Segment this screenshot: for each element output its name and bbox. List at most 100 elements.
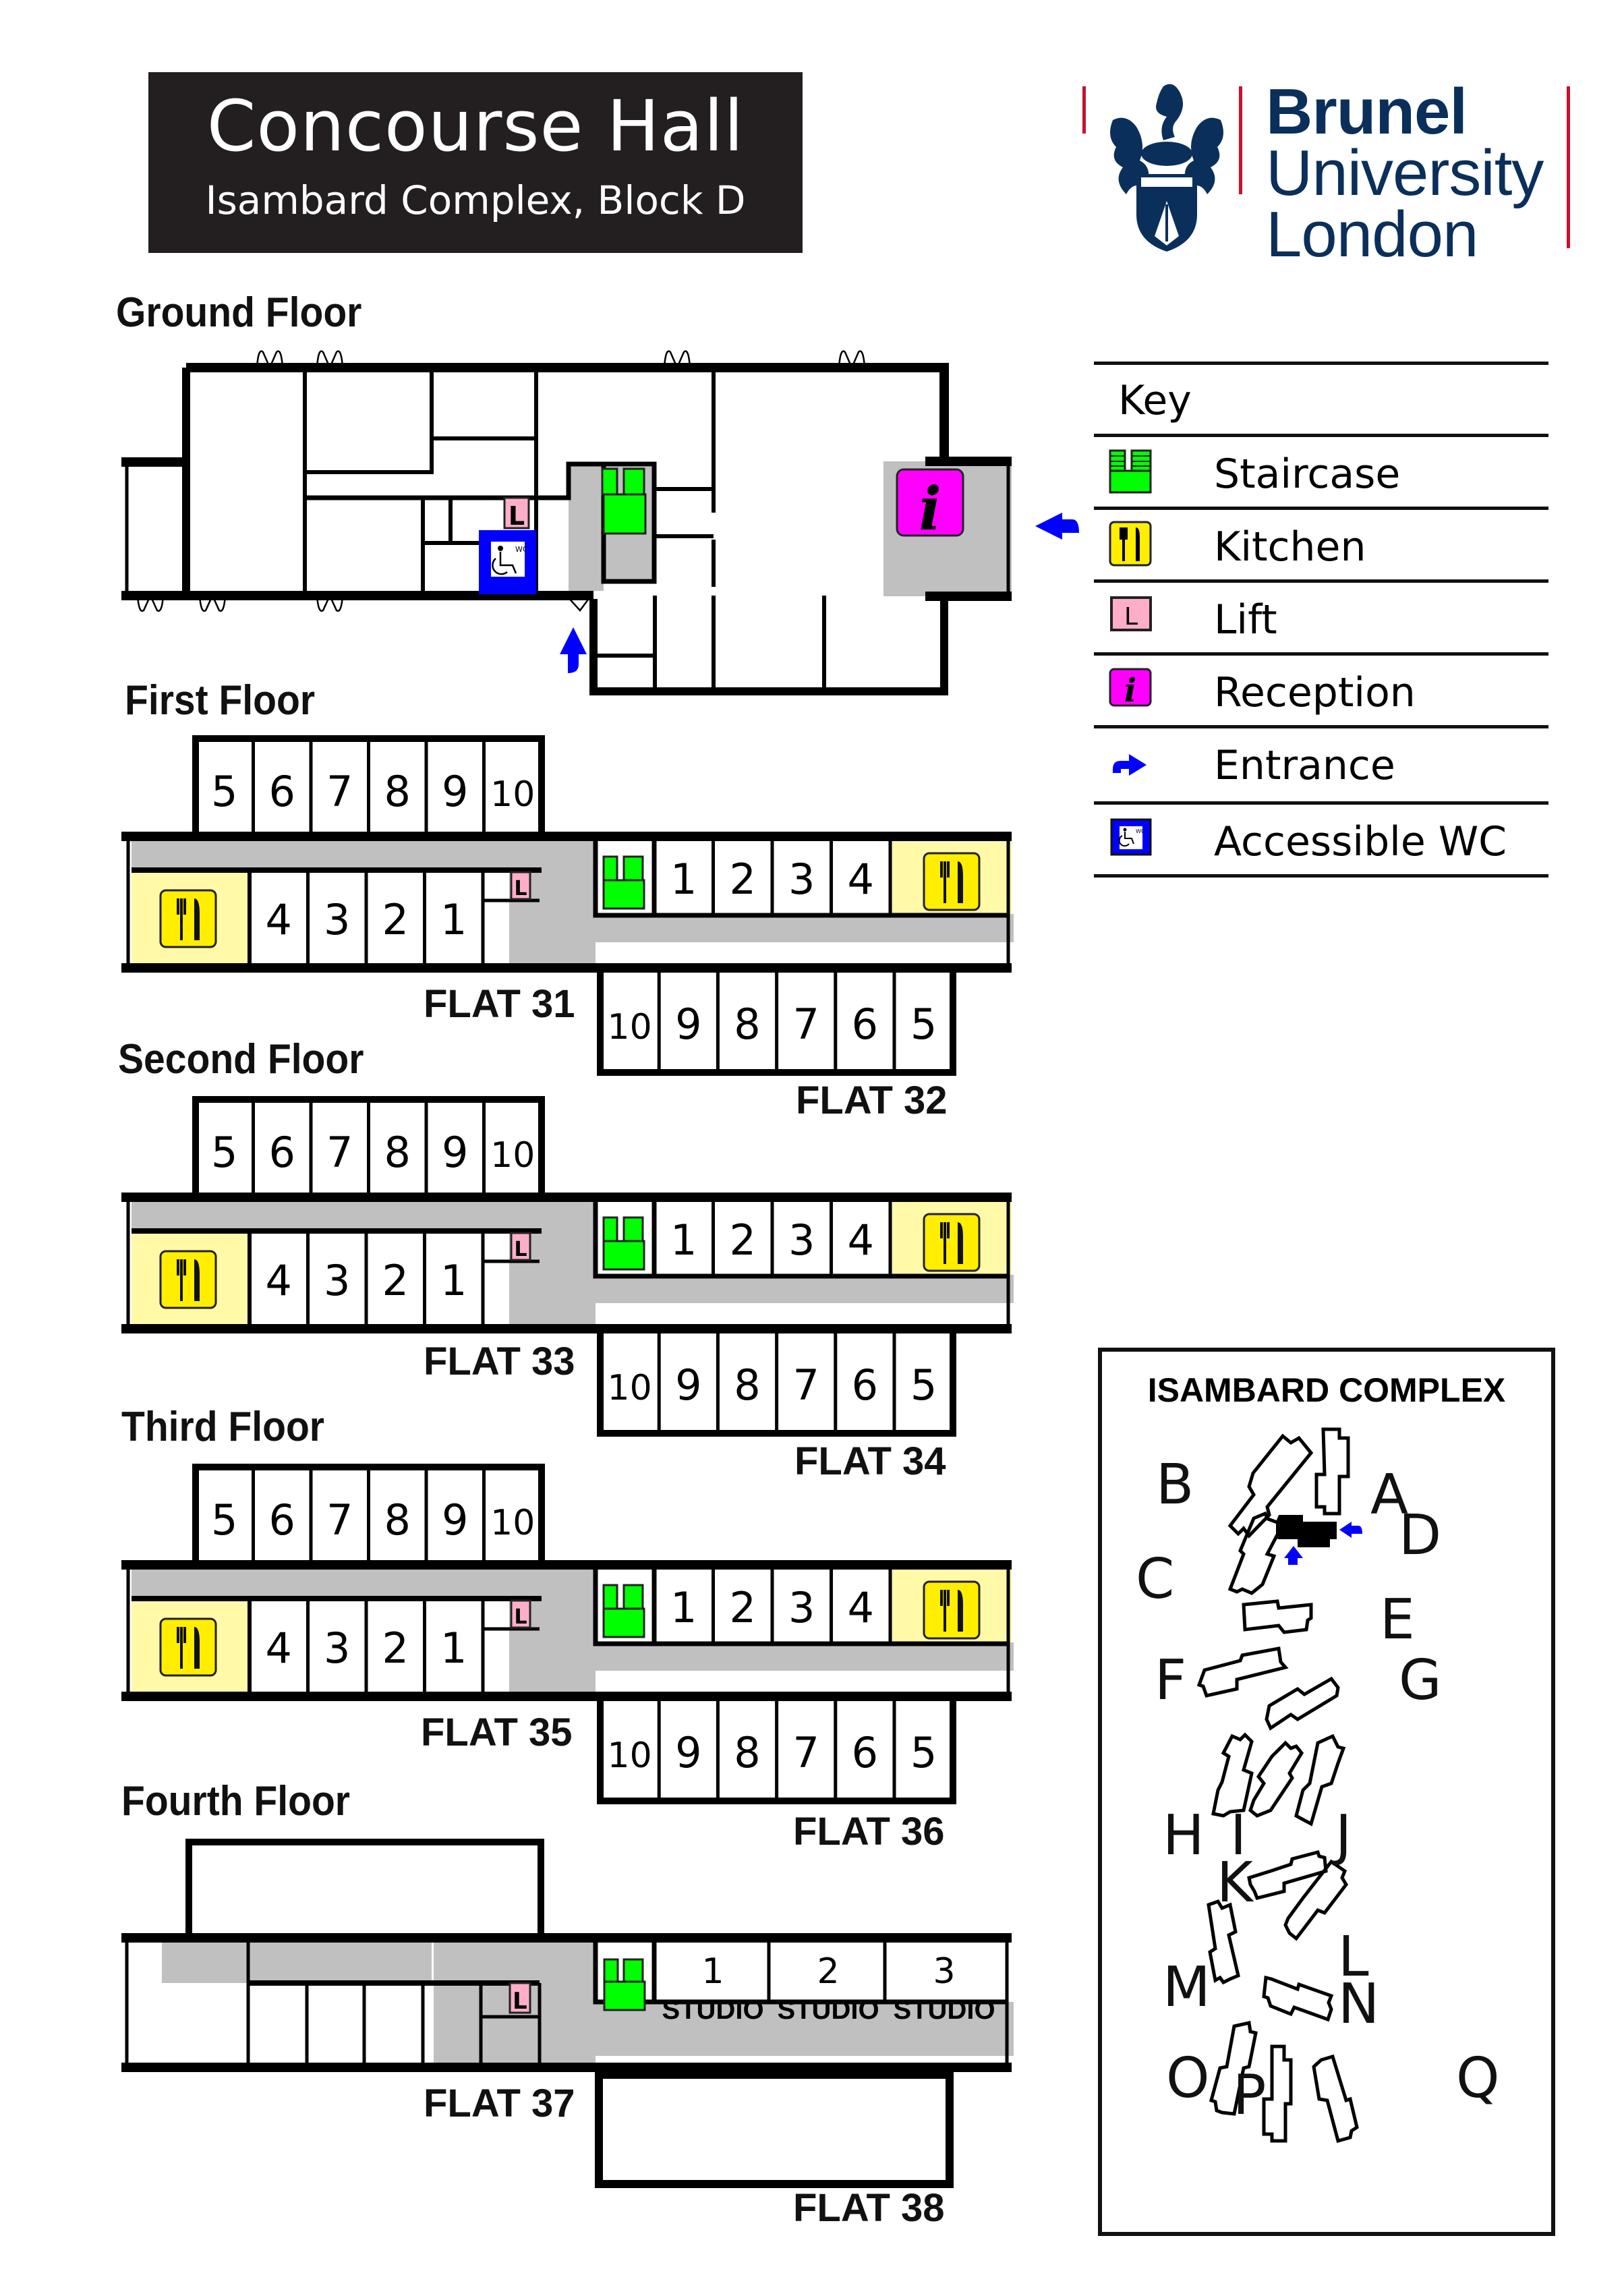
fourth-staircase-icon — [603, 1958, 646, 2011]
room-flat-31-6[interactable]: 6 — [269, 767, 295, 816]
room-flat-32-9[interactable]: 9 — [675, 1000, 701, 1049]
complex-label-p: P — [1233, 2063, 1267, 2127]
room-flat-31-7[interactable]: 7 — [326, 767, 353, 816]
room-flat-36-7[interactable]: 7 — [792, 1728, 819, 1777]
room-flat-33-1[interactable]: 1 — [440, 1256, 467, 1305]
room-flat-34-9[interactable]: 9 — [675, 1360, 701, 1410]
room-flat-31-4[interactable]: 4 — [266, 895, 292, 944]
room-flat-36-10[interactable]: 10 — [608, 1735, 652, 1776]
room-flat-33-4[interactable]: 4 — [266, 1256, 292, 1305]
logo-divider-bar — [1239, 86, 1242, 194]
entrance-arrow-icon-south[interactable] — [560, 627, 587, 673]
room-flat-31-3[interactable]: 3 — [324, 895, 350, 944]
room-flat-36-6[interactable]: 6 — [852, 1728, 878, 1777]
room-flat-35-8[interactable]: 8 — [384, 1495, 411, 1545]
room-flat-32-3[interactable]: 3 — [788, 855, 815, 904]
room-flat-33-9[interactable]: 9 — [442, 1128, 468, 1177]
block-j-outline[interactable] — [1294, 1733, 1346, 1827]
room-flat-36-4[interactable]: 4 — [848, 1583, 874, 1632]
logo-accent-bar — [1082, 86, 1086, 134]
block-h-outline[interactable] — [1211, 1732, 1254, 1818]
block-m-outline[interactable] — [1207, 1899, 1240, 1985]
studio-3-number: 3 — [933, 1951, 955, 1992]
room-flat-34-10[interactable]: 10 — [608, 1368, 652, 1408]
room-flat-35-9[interactable]: 9 — [442, 1495, 468, 1545]
room-flat-34-3[interactable]: 3 — [788, 1215, 815, 1265]
staircase-icon — [602, 1216, 645, 1271]
room-flat-31-8[interactable]: 8 — [384, 767, 411, 816]
room-flat-32-8[interactable]: 8 — [734, 1000, 760, 1049]
room-flat-33-5[interactable]: 5 — [211, 1128, 237, 1177]
block-p-outline[interactable] — [1262, 2044, 1293, 2143]
room-flat-34-6[interactable]: 6 — [852, 1360, 878, 1410]
room-flat-36-3[interactable]: 3 — [788, 1583, 815, 1632]
room-flat-31-9[interactable]: 9 — [442, 767, 468, 816]
block-o-outline[interactable] — [1209, 2020, 1258, 2116]
room-flat-36-2[interactable]: 2 — [730, 1583, 756, 1632]
block-k-outline[interactable] — [1247, 1849, 1328, 1900]
room-flat-34-4[interactable]: 4 — [848, 1215, 874, 1265]
room-flat-31-10[interactable]: 10 — [490, 774, 535, 815]
room-flat-31-1[interactable]: 1 — [440, 895, 467, 944]
room-flat-31-2[interactable]: 2 — [382, 895, 409, 944]
kitchen-icon — [159, 1617, 217, 1677]
room-flat-36-1[interactable]: 1 — [670, 1583, 697, 1632]
room-flat-35-3[interactable]: 3 — [324, 1624, 350, 1673]
room-flat-32-10[interactable]: 10 — [608, 1007, 652, 1047]
room-flat-32-2[interactable]: 2 — [730, 855, 756, 904]
block-q-outline[interactable] — [1312, 2054, 1359, 2144]
complex-label-e: E — [1380, 1588, 1415, 1652]
room-flat-32-5[interactable]: 5 — [910, 1000, 937, 1049]
block-n-outline[interactable] — [1262, 1975, 1334, 2022]
room-flat-35-10[interactable]: 10 — [490, 1503, 535, 1543]
block-g-outline[interactable] — [1265, 1676, 1340, 1731]
block-a-outline[interactable] — [1314, 1427, 1350, 1516]
room-flat-35-6[interactable]: 6 — [269, 1495, 295, 1545]
complex-block-outlines — [1196, 1427, 1362, 2144]
block-f-outline[interactable] — [1196, 1646, 1289, 1698]
ground-reception-icon: i — [896, 468, 964, 544]
room-flat-31-5[interactable]: 5 — [211, 767, 237, 816]
room-flat-32-7[interactable]: 7 — [792, 1000, 819, 1049]
room-flat-32-1[interactable]: 1 — [670, 855, 697, 904]
floor-label-third: Third Floor — [121, 1404, 324, 1450]
room-flat-33-10[interactable]: 10 — [490, 1135, 535, 1176]
room-flat-35-4[interactable]: 4 — [266, 1624, 292, 1673]
complex-label-m: M — [1163, 1955, 1211, 2019]
block-d-highlighted[interactable] — [1276, 1515, 1337, 1547]
block-l-outline[interactable] — [1283, 1859, 1349, 1941]
room-flat-35-2[interactable]: 2 — [382, 1624, 409, 1673]
room-flat-32-6[interactable]: 6 — [852, 1000, 878, 1049]
complex-label-q: Q — [1456, 2046, 1500, 2111]
complex-label-k: K — [1217, 1851, 1253, 1915]
room-flat-34-8[interactable]: 8 — [734, 1360, 760, 1410]
room-flat-33-6[interactable]: 6 — [269, 1128, 295, 1177]
room-flat-35-7[interactable]: 7 — [326, 1495, 353, 1545]
room-flat-36-9[interactable]: 9 — [675, 1728, 701, 1777]
block-e-outline[interactable] — [1242, 1599, 1313, 1634]
room-flat-35-1[interactable]: 1 — [440, 1624, 467, 1673]
block-i-outline[interactable] — [1248, 1740, 1304, 1818]
room-flat-33-7[interactable]: 7 — [326, 1128, 353, 1177]
room-flat-33-3[interactable]: 3 — [324, 1256, 350, 1305]
room-flat-33-2[interactable]: 2 — [382, 1256, 409, 1305]
room-flat-34-2[interactable]: 2 — [730, 1215, 756, 1265]
studio-1-label: STUDIO — [662, 1995, 763, 2025]
block-c-outline[interactable] — [1227, 1511, 1285, 1595]
room-flat-35-5[interactable]: 5 — [211, 1495, 237, 1545]
room-flat-34-5[interactable]: 5 — [910, 1360, 937, 1410]
complex-label-j: J — [1335, 1804, 1352, 1868]
key-item-lift: L Lift — [1094, 583, 1548, 656]
block-b-outline[interactable] — [1227, 1433, 1314, 1539]
entrance-arrow-icon-east[interactable] — [1035, 513, 1079, 540]
room-flat-36-8[interactable]: 8 — [734, 1728, 760, 1777]
lift-icon — [510, 1599, 531, 1629]
room-flat-36-5[interactable]: 5 — [910, 1728, 937, 1777]
flat-label-38: FLAT 38 — [793, 2186, 945, 2230]
room-flat-32-4[interactable]: 4 — [848, 855, 874, 904]
room-flat-34-7[interactable]: 7 — [792, 1360, 819, 1410]
logo-wordmark: Brunel University London — [1266, 79, 1544, 267]
key-label-entrance: Entrance — [1214, 742, 1395, 789]
room-flat-33-8[interactable]: 8 — [384, 1128, 411, 1177]
room-flat-34-1[interactable]: 1 — [670, 1215, 697, 1265]
